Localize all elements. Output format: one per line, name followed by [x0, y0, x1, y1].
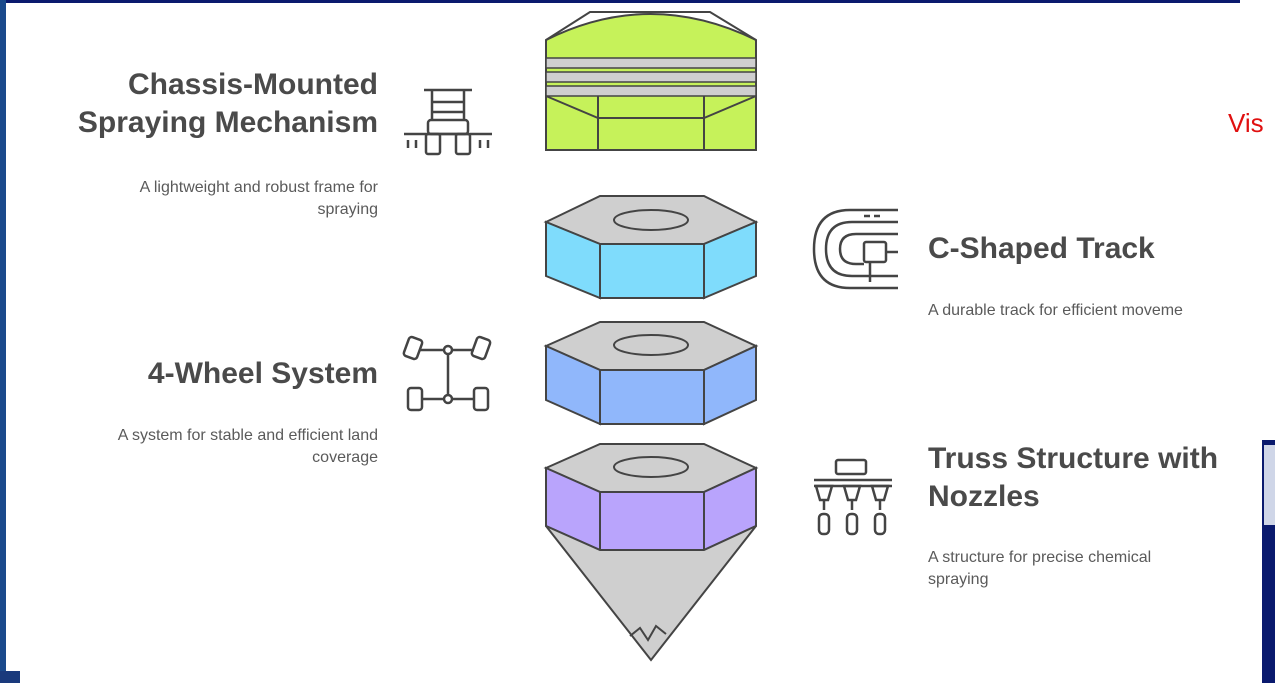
four-wheel-description: A system for stable and efficient land c…: [0, 425, 378, 469]
layer-green: [545, 11, 757, 151]
chassis-title-line2: Spraying Mechanism: [77, 106, 378, 139]
truss-title: Truss Structure with Nozzles: [928, 440, 1264, 516]
chassis-desc-line2: spraying: [317, 201, 378, 218]
four-wheel-title: 4-Wheel System: [147, 357, 378, 390]
cropped-side-text: Vis: [1228, 108, 1264, 138]
four-wheel-desc-line1: A system for stable and efficient land: [117, 427, 378, 444]
chassis-title-line1: Chassis-Mounted: [127, 68, 378, 101]
sprayer-frame-icon: [404, 88, 492, 156]
c-track-icon: [812, 208, 898, 290]
top-border: [0, 0, 1240, 3]
four-wheel-desc-line2: coverage: [312, 449, 378, 466]
truss-title-line2: Nozzles: [928, 480, 1040, 513]
chassis-description: A lightweight and robust frame for spray…: [0, 177, 378, 221]
c-track-description: A durable track for efficient moveme: [928, 302, 1183, 319]
layer-purple: [543, 443, 759, 662]
truss-desc-line1: A structure for precise chemical: [928, 549, 1152, 566]
bottom-left-corner: [0, 671, 20, 683]
chassis-title: Chassis-Mounted Spraying Mechanism: [0, 66, 378, 142]
layer-cyan: [543, 195, 759, 300]
right-edge-thumb: [1264, 445, 1275, 525]
layer-blue: [543, 321, 759, 426]
four-wheel-axle-icon: [402, 335, 492, 412]
truss-title-line1: Truss Structure with: [928, 442, 1219, 475]
chassis-desc-line1: A lightweight and robust frame for: [139, 179, 378, 196]
truss-description: A structure for precise chemical sprayin…: [928, 547, 1258, 591]
truss-nozzles-icon: [814, 458, 892, 536]
truss-desc-line2: spraying: [928, 571, 989, 588]
left-border: [0, 0, 6, 683]
c-track-title: C-Shaped Track: [928, 232, 1155, 265]
